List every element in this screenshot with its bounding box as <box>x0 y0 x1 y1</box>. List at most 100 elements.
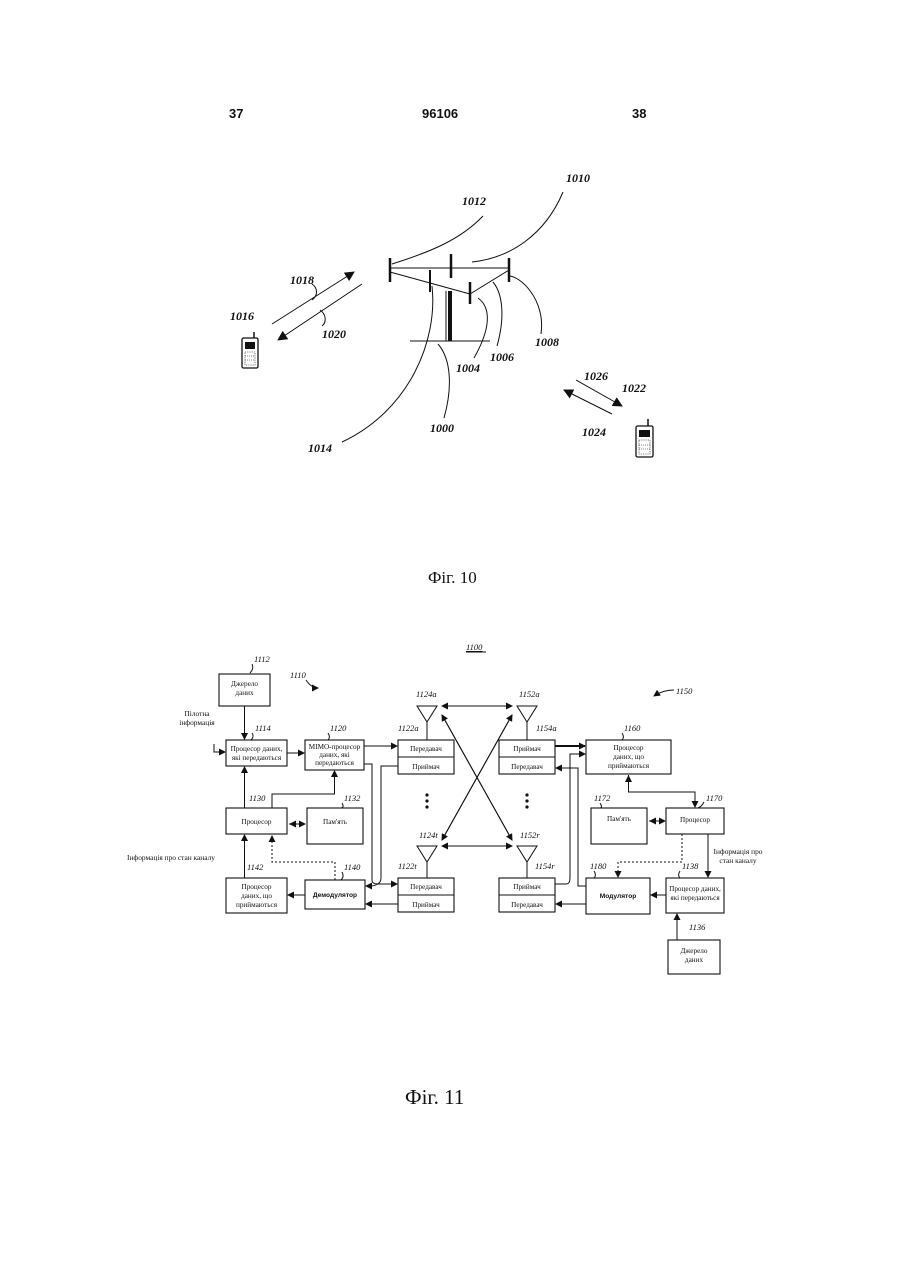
arrow-rx-r-to-rxproc <box>555 754 585 884</box>
rx-data-processor-rx-line1: Процесор <box>614 744 644 752</box>
leader-1180 <box>594 871 596 878</box>
data-source-tx-line2: даних <box>235 689 254 697</box>
rx-data-processor-tx-line3: приймаються <box>236 901 278 909</box>
ref-1114: 1114 <box>255 723 271 733</box>
ref-1020: 1020 <box>322 327 346 341</box>
leader-1006 <box>493 282 502 346</box>
ref-1150: 1150 <box>676 686 693 696</box>
ref-1154r: 1154r <box>535 861 555 871</box>
rx-data-processor-rx-line2: даних, що <box>613 753 644 761</box>
leader-1138 <box>679 871 681 878</box>
ref-1140: 1140 <box>344 862 361 872</box>
transmitter-1122t-label: Передавач <box>410 883 442 891</box>
mobile-phone-1016-icon <box>242 332 258 368</box>
ref-1122t: 1122t <box>398 861 417 871</box>
rx-data-processor-rx-line3: приймаються <box>608 762 650 770</box>
frame-right-diag <box>470 270 509 294</box>
leader-1150 <box>654 690 674 696</box>
ref-1124a: 1124a <box>416 689 437 699</box>
pilot-info-line2: інформація <box>179 718 215 727</box>
processor-tx-label: Процесор <box>242 818 272 826</box>
leader-1140 <box>341 872 343 880</box>
ref-1008: 1008 <box>535 335 559 349</box>
transmitter-1154a-label: Передавач <box>511 763 543 771</box>
leader-1172 <box>600 803 602 808</box>
link-1024 <box>564 390 612 414</box>
mobile-phone-1022-icon <box>636 419 653 457</box>
ref-1014: 1014 <box>308 441 332 455</box>
leader-1008 <box>508 276 542 334</box>
transmitter-1154r-label: Передавач <box>511 901 543 909</box>
ref-1130: 1130 <box>249 793 266 803</box>
ref-1154a: 1154a <box>536 723 557 733</box>
figure-10-caption: Фіг. 10 <box>428 568 477 588</box>
arrow-proc-to-mimo <box>272 771 335 808</box>
memory-tx-label: Пам'ять <box>323 818 348 826</box>
data-source-tx-line1: Джерело <box>231 680 258 688</box>
ref-1136: 1136 <box>689 922 706 932</box>
modulator-label: Модулятор <box>600 893 637 900</box>
ref-1138: 1138 <box>682 861 699 871</box>
ref-1142: 1142 <box>247 862 264 872</box>
antenna-1124a-icon <box>417 706 437 740</box>
ref-1000: 1000 <box>430 421 454 435</box>
ref-1012: 1012 <box>462 194 486 208</box>
demodulator-label: Демодулятор <box>313 892 357 899</box>
leader-1160 <box>622 733 624 740</box>
ref-1010: 1010 <box>566 171 590 185</box>
tx-data-processor-block <box>226 740 287 766</box>
rx-data-processor-tx-line2: даних, що <box>241 892 272 900</box>
arrow-mod-to-tx-a <box>556 768 586 886</box>
antenna-1124t-icon <box>417 846 437 878</box>
ref-1172: 1172 <box>594 793 611 803</box>
leader-1170 <box>698 802 704 808</box>
ellipsis-dot-left-2 <box>425 799 428 802</box>
ref-1100: 1100 <box>466 642 483 652</box>
ref-1152r: 1152r <box>520 830 540 840</box>
arrow-rx-a-to-demod <box>366 766 398 886</box>
leader-1112 <box>250 664 253 673</box>
fig11-diagram: 1100 Джерело даних 1112 1110 Пілотна інф… <box>127 642 763 974</box>
receiver-1154a-label: Приймач <box>513 745 541 753</box>
receiver-1154r-label: Приймач <box>513 883 541 891</box>
csi-rx-line2: стан каналу <box>719 856 756 865</box>
pilot-arrow <box>214 744 225 752</box>
ref-1122a: 1122a <box>398 723 419 733</box>
ref-1004: 1004 <box>456 361 480 375</box>
leader-1014 <box>342 286 433 442</box>
pilot-info-line1: Пілотна <box>184 709 210 718</box>
antenna-1152a-icon <box>517 706 537 740</box>
ref-1124t: 1124t <box>419 830 438 840</box>
ref-1170: 1170 <box>706 793 723 803</box>
ref-1018: 1018 <box>290 273 314 287</box>
memory-rx-block <box>591 808 647 844</box>
memory-rx-label: Пам'ять <box>607 815 632 823</box>
ref-1152a: 1152a <box>519 689 540 699</box>
receiver-1122a-label: Приймач <box>412 763 440 771</box>
ref-1132: 1132 <box>344 793 361 803</box>
ellipsis-dot-right-3 <box>525 805 528 808</box>
tx-data-processor-line2: які передаються <box>232 754 282 762</box>
leader-1012 <box>392 216 483 264</box>
rx-data-processor-tx-line1: Процесор <box>242 883 272 891</box>
tx-data-processor-line1: Процесор даних, <box>231 745 283 753</box>
antenna-1152r-icon <box>517 846 537 878</box>
data-source-rx-line2: даних <box>685 956 704 964</box>
tx-data-processor-rx-line2: які передаються <box>670 894 720 902</box>
arrow-rxproc-to-proc-rx <box>629 775 696 807</box>
ellipsis-dot-left-3 <box>425 805 428 808</box>
ref-1180: 1180 <box>590 861 607 871</box>
ref-1160: 1160 <box>624 723 641 733</box>
figure-11-caption: Фіг. 11 <box>405 1085 464 1110</box>
ref-1110: 1110 <box>290 670 306 680</box>
transmitter-1122a-label: Передавач <box>410 745 442 753</box>
ref-1022: 1022 <box>622 381 646 395</box>
ref-1112: 1112 <box>254 654 270 664</box>
ref-1026: 1026 <box>584 369 608 383</box>
leader-1114 <box>251 733 253 740</box>
ref-1120: 1120 <box>330 723 347 733</box>
csi-rx-line1: Інформація про <box>714 847 763 856</box>
ellipsis-dot-right-1 <box>525 793 528 796</box>
ellipsis-dot-left-1 <box>425 793 428 796</box>
